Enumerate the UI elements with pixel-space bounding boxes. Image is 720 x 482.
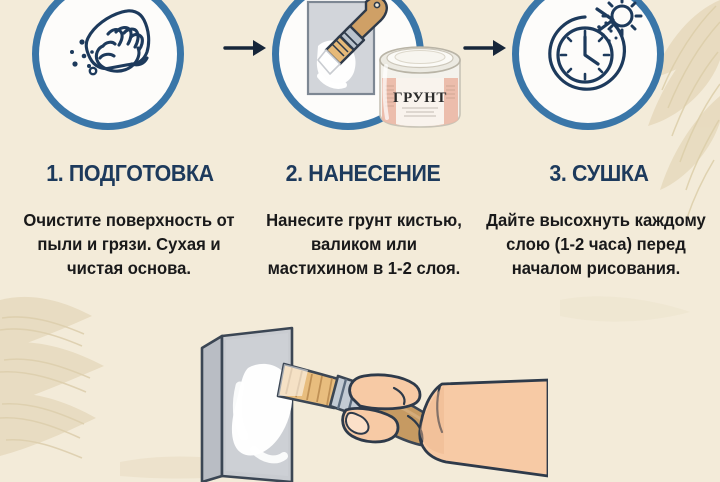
arrow-step1-to-step2 [223,40,266,56]
primer-jar: ГРУНТ [379,46,461,128]
description-step-1: Очистите поверхность от пыли и грязи. Су… [23,210,235,278]
dust-particles [70,39,94,68]
description-step-3: Дайте высохнуть каждому слою (1-2 часа) … [486,210,706,278]
heading-step-1: 1. ПОДГОТОВКА [46,160,214,186]
primer-jar-label: ГРУНТ [393,90,447,106]
heading-step-2: 2. НАНЕСЕНИЕ [285,160,441,186]
step-circle-drying [512,0,664,130]
step-descriptions-row: Очистите поверхность от пыли и грязи. Су… [0,208,720,328]
hand [341,373,548,478]
hand-priming-canvas-illustration [200,326,548,482]
description-step-2: Нанесите грунт кистью, валиком или масти… [266,210,462,278]
steps-icon-row: ГРУНТ [0,0,720,150]
hand-wiping-cloth-icon [70,9,151,76]
clock-sun-drying-icon [548,0,643,91]
step-circle-preparation [32,0,184,130]
heading-step-3: 3. СУШКА [549,160,649,186]
step-headings-row: 1. ПОДГОТОВКА 2. НАНЕСЕНИЕ 3. СУШКА [0,160,720,198]
